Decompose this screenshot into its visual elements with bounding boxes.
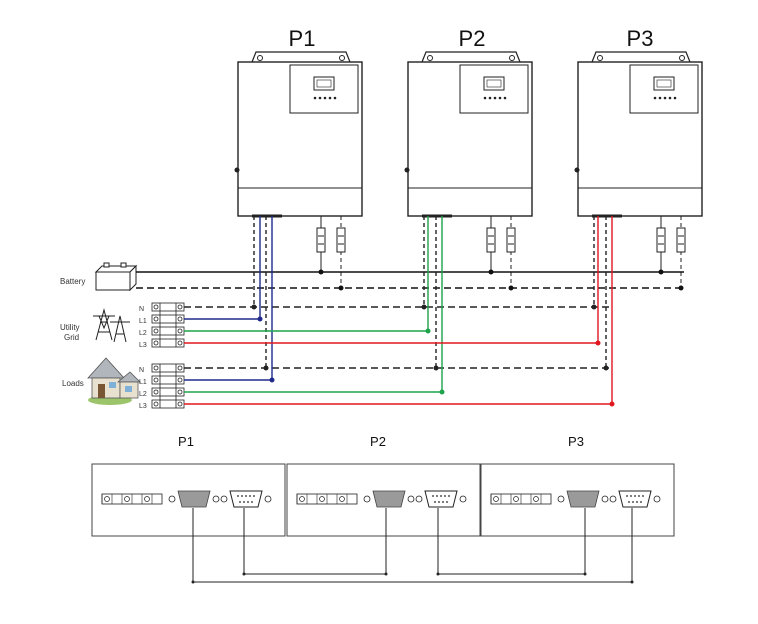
loads-terminal-l3: L3 [139, 403, 147, 410]
comm-panel-p1-parallel-port-b [220, 490, 272, 508]
inverter-p3-label: P3 [627, 26, 654, 51]
comm-panel-p1-label: P1 [178, 434, 194, 449]
comm-panel-p3 [480, 463, 675, 537]
comm-panels [91, 463, 675, 537]
comm-panel-p3-parallel-port-a [557, 490, 609, 508]
inverter-p3: P3 [574, 26, 703, 218]
grid-terminal-l3: L3 [139, 342, 147, 349]
comm-panel-p2-parallel-port-b [415, 490, 467, 508]
grid-terminal-block: N L1 L2 L3 [139, 302, 185, 349]
loads-label: Loads [62, 379, 84, 388]
comm-panel-p1-parallel-port-a [168, 490, 220, 508]
battery-bus [136, 269, 684, 291]
grid-terminal-n: N [139, 306, 144, 313]
grid-terminal-l1: L1 [139, 318, 147, 325]
house-icon [87, 357, 141, 405]
comm-panel-p2-label: P2 [370, 434, 386, 449]
comm-panel-p2-terminal-strip [296, 493, 358, 505]
inverter-p2-label: P2 [459, 26, 486, 51]
battery-label: Battery [60, 277, 85, 286]
utility-label-line1: Utility [60, 323, 80, 332]
comm-panel-p1 [91, 463, 286, 537]
comm-cabling [191, 508, 634, 584]
comm-panel-p3-label: P3 [568, 434, 584, 449]
comm-panel-p2-parallel-port-a [363, 490, 415, 508]
comm-panel-p3-terminal-strip [490, 493, 552, 505]
ac-wiring [184, 216, 615, 407]
loads-terminal-n: N [139, 367, 144, 374]
comm-panel-p3-parallel-port-b [609, 490, 661, 508]
comm-panel-p2 [286, 463, 481, 537]
grid-terminal-l2: L2 [139, 330, 147, 337]
inverter-p1: P1 [234, 26, 363, 218]
battery-icon [94, 262, 138, 292]
utility-tower-icon [93, 308, 130, 343]
inverter-p2: P2 [404, 26, 533, 218]
comm-panel-p1-terminal-strip [101, 493, 163, 505]
inverter-p1-label: P1 [289, 26, 316, 51]
utility-label-line2: Grid [64, 333, 79, 342]
loads-terminal-l2: L2 [139, 391, 147, 398]
battery-fuses [316, 216, 686, 288]
loads-terminal-l1: L1 [139, 379, 147, 386]
loads-terminal-block: N L1 L2 L3 [139, 363, 185, 410]
